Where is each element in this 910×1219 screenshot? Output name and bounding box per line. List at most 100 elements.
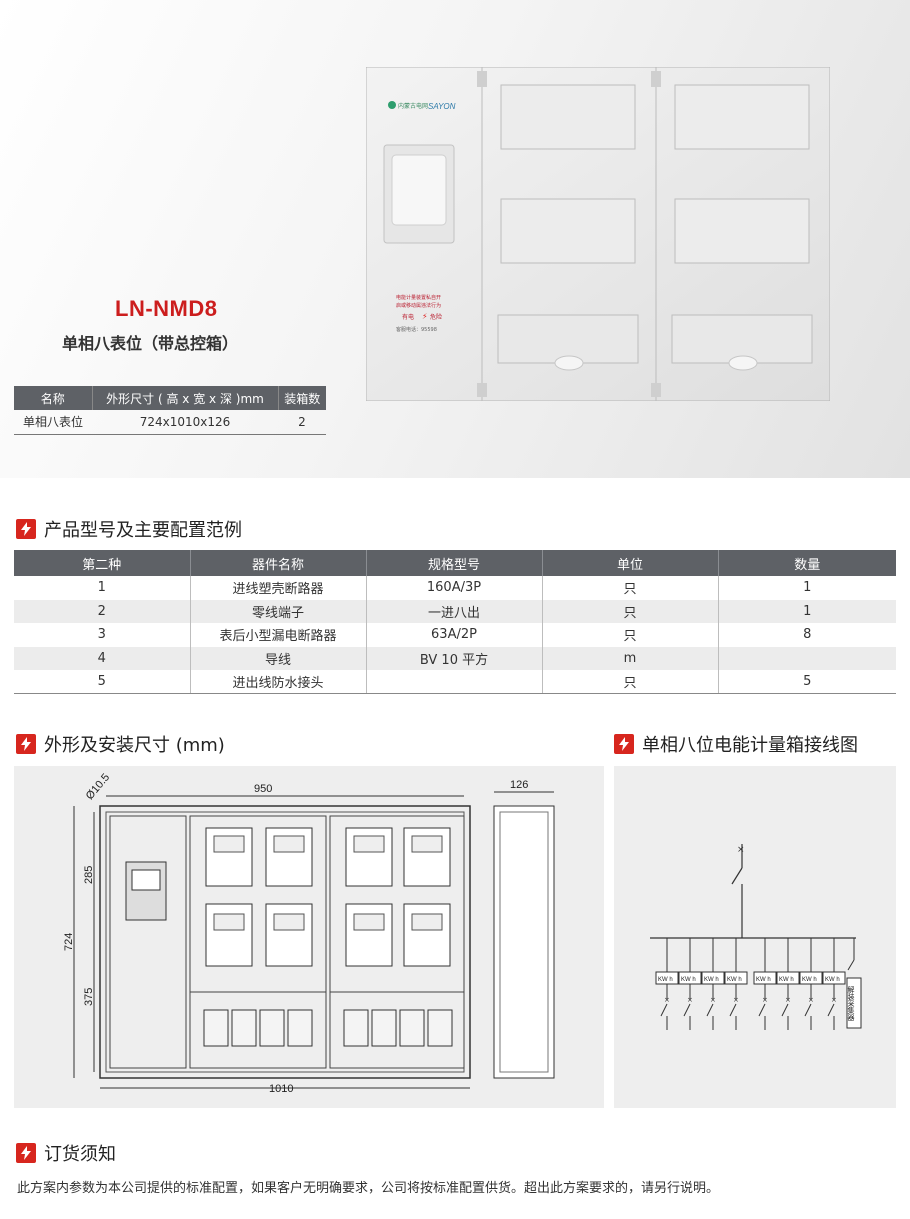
- cell: 只: [542, 623, 719, 647]
- meter-label: KW h: [779, 977, 794, 983]
- cfg-header-qty: 数量: [718, 550, 896, 576]
- brand-text: 内蒙古电网: [398, 102, 428, 110]
- switch-line: [729, 1003, 737, 1017]
- cfg-header-spec: 规格型号: [366, 550, 543, 576]
- cell: 1: [14, 576, 191, 600]
- wiring-section-title: 单相八位电能计量箱接线图: [642, 735, 858, 756]
- config-table: 第二种 器件名称 规格型号 单位 数量 1 进线塑壳断路器 160A/3P 只 …: [14, 550, 896, 694]
- dim-height: 724: [63, 933, 75, 951]
- spec-row: 单相八表位 724x1010x126 2: [14, 410, 326, 435]
- dim-lower: 375: [83, 988, 95, 1006]
- danger-suffix: 危险: [430, 313, 442, 321]
- table-row: 3 表后小型漏电断路器 63A/2P 只 8: [14, 623, 896, 647]
- table-row: 1 进线塑壳断路器 160A/3P 只 1: [14, 576, 896, 600]
- cell: 1: [718, 599, 896, 623]
- cell: BV 10 平方: [366, 646, 543, 670]
- meter-label: KW h: [756, 977, 771, 983]
- config-section-header: 产品型号及主要配置范例: [16, 516, 242, 542]
- cell: 只: [542, 599, 719, 623]
- switch-line: [758, 1003, 766, 1017]
- cell: 1: [803, 580, 812, 596]
- hero-banner: 内蒙古电网 SAYON 电能计量装置私自开 启或移动属违法行为 有电 ⚡ 危险 …: [0, 0, 910, 478]
- breaker-symbol-icon: ×: [785, 996, 791, 1004]
- cell: 只: [542, 576, 719, 600]
- switch-line: [781, 1003, 789, 1017]
- spec-header-qty: 装箱数: [278, 386, 326, 410]
- order-notice: 此方案内参数为本公司提供的标准配置，如果客户无明确要求，公司将按标准配置供货。超…: [17, 1181, 720, 1196]
- cell: 2: [14, 599, 191, 623]
- cell: 5: [718, 670, 896, 694]
- switch-line: [827, 1003, 835, 1017]
- cell: 零线端子: [190, 599, 367, 623]
- wiring-diagram-panel: × KW h×KW h×KW h×KW h×KW h×KW h×KW h×KW …: [614, 766, 896, 1108]
- product-subtitle: 单相八表位（带总控箱）: [62, 334, 239, 353]
- dimension-drawing-panel: 950 Ø10.5 1010 724 285 375 126: [14, 766, 604, 1108]
- cell: 63A/2P: [366, 623, 543, 647]
- breaker-symbol-icon: ×: [762, 996, 768, 1004]
- table-row: 2 零线端子 一进八出 只 1: [14, 599, 896, 623]
- logo-text: SAYON: [428, 102, 456, 111]
- config-section-title: 产品型号及主要配置范例: [44, 520, 242, 541]
- lightning-icon: ⚡: [422, 312, 428, 321]
- breaker-symbol-icon: ×: [687, 996, 693, 1004]
- spec-header-name: 名称: [14, 386, 93, 410]
- spec-cell-size: 724x1010x126: [92, 410, 278, 435]
- collector-label: 解装采集器: [847, 985, 855, 1022]
- dimension-section-title: 外形及安装尺寸 (mm): [44, 735, 225, 756]
- cell: 只: [542, 670, 719, 694]
- lightning-icon: [614, 734, 634, 754]
- breaker-symbol-icon: ×: [831, 996, 837, 1004]
- cell: m: [542, 646, 719, 670]
- cell: [366, 670, 543, 694]
- order-section-header: 订货须知: [16, 1140, 116, 1166]
- breaker-symbol-icon: ×: [808, 996, 814, 1004]
- dim-hole: Ø10.5: [84, 771, 112, 802]
- cell: [718, 646, 896, 670]
- table-row: 5 进出线防水接头 只 5: [14, 670, 896, 694]
- cell: 一进八出: [366, 599, 543, 623]
- warning-line-1: 电能计量装置私自开: [396, 294, 441, 301]
- switch-line: [683, 1003, 691, 1017]
- lightning-icon: [16, 734, 36, 754]
- meter-label: KW h: [727, 977, 742, 983]
- product-model: LN-NMD8: [115, 296, 218, 321]
- dimension-drawing: 950 Ø10.5 1010 724 285 375 126: [63, 771, 555, 1095]
- meter-label: KW h: [802, 977, 817, 983]
- danger-prefix: 有电: [402, 313, 414, 321]
- dim-depth: 126: [510, 779, 528, 791]
- spec-cell-name: 单相八表位: [14, 410, 92, 435]
- cell: 表后小型漏电断路器: [190, 623, 367, 647]
- product-image: 内蒙古电网 SAYON 电能计量装置私自开 启或移动属违法行为 有电 ⚡ 危险 …: [366, 67, 830, 401]
- switch-line: [660, 1003, 668, 1017]
- lightning-icon: [16, 1143, 36, 1163]
- switch-line: [706, 1003, 714, 1017]
- meter-label: KW h: [825, 977, 840, 983]
- cell: 5: [14, 670, 191, 694]
- wiring-section-header: 单相八位电能计量箱接线图: [614, 731, 858, 757]
- dim-inner-width: 950: [254, 783, 272, 795]
- cfg-header-component: 器件名称: [190, 550, 367, 576]
- cell: 进出线防水接头: [190, 670, 367, 694]
- meter-label: KW h: [681, 977, 696, 983]
- cell: 8: [803, 627, 812, 643]
- meter-label: KW h: [704, 977, 719, 983]
- cell: 160A/3P: [366, 576, 543, 600]
- lightning-icon: [16, 519, 36, 539]
- order-section-title: 订货须知: [44, 1144, 116, 1165]
- breaker-symbol-icon: ×: [710, 996, 716, 1004]
- switch-line: [804, 1003, 812, 1017]
- spec-header-size: 外形尺寸 ( 高 x 宽 x 深 )mm: [92, 386, 279, 410]
- table-row: 4 导线 BV 10 平方 m: [14, 646, 896, 670]
- cell: 导线: [190, 646, 367, 670]
- cell: 进线塑壳断路器: [190, 576, 367, 600]
- hotline-text: 客服电话：95598: [396, 326, 437, 333]
- wiring-diagram: × KW h×KW h×KW h×KW h×KW h×KW h×KW h×KW …: [650, 844, 862, 1030]
- breaker-symbol-icon: ×: [733, 996, 739, 1004]
- dim-outer-width: 1010: [269, 1083, 293, 1095]
- breaker-symbol-icon: ×: [737, 845, 745, 855]
- cell: 3: [14, 623, 191, 647]
- warning-line-2: 启或移动属违法行为: [396, 302, 441, 309]
- cell: 4: [14, 646, 191, 670]
- spec-table: 名称 外形尺寸 ( 高 x 宽 x 深 )mm 装箱数 单相八表位 724x10…: [14, 386, 326, 435]
- dim-upper: 285: [83, 866, 95, 884]
